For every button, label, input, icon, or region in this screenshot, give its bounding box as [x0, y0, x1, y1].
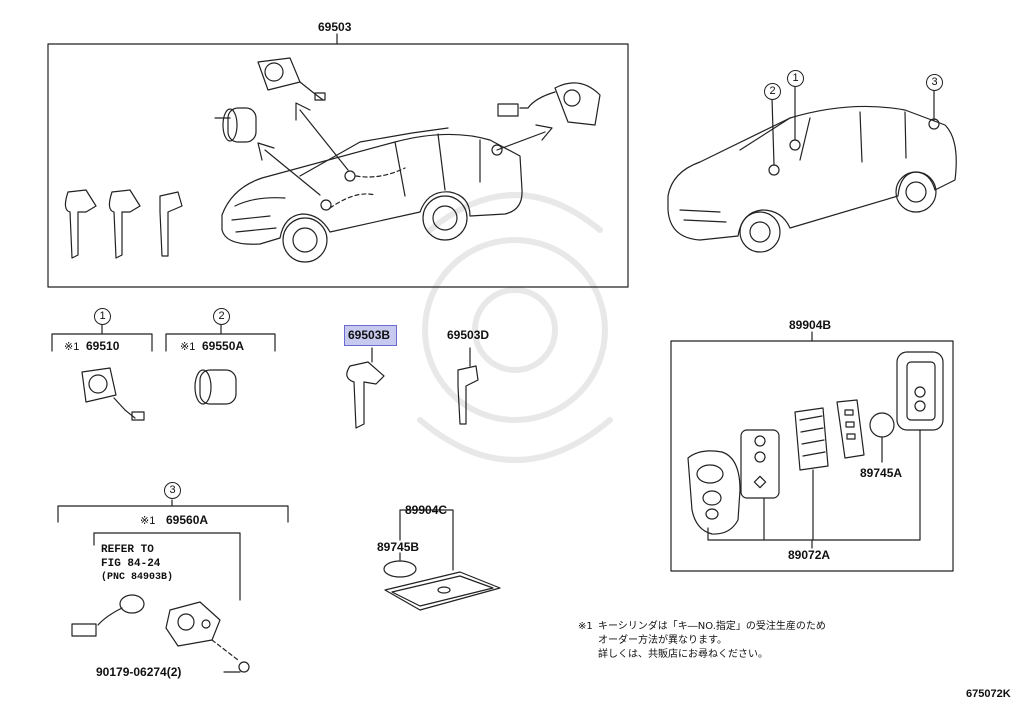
- smart-key-case: [896, 351, 944, 431]
- part-number-89745a[interactable]: 89745A: [860, 466, 903, 480]
- coin-battery-89745b: [383, 560, 417, 578]
- footnote-mark: ※1: [578, 621, 593, 632]
- arrows: [257, 102, 553, 196]
- footnote-line-2: オーダー方法が異なります。: [598, 635, 727, 646]
- part-number-89745b[interactable]: 89745B: [377, 540, 420, 554]
- button-pad: [740, 429, 780, 499]
- top-ring-cylinder: [214, 107, 257, 143]
- callout-3-car: 3: [926, 74, 943, 91]
- part-number-69503d[interactable]: 69503D: [447, 328, 490, 342]
- top-keys: [64, 189, 183, 259]
- callout-1: 1: [94, 308, 111, 325]
- group3-bracket: [57, 499, 289, 601]
- group1-cylinder: [81, 367, 145, 421]
- smart-key-fob: [687, 450, 741, 535]
- part-number-89904b[interactable]: 89904B: [789, 318, 832, 332]
- part-number-69503b[interactable]: 69503B: [348, 328, 391, 342]
- callout-2: 2: [213, 308, 230, 325]
- smart-key-group-frame: [670, 340, 954, 572]
- footnote-line-1: キーシリンダは「キ―NO.指定」の受注生産のため: [598, 621, 826, 632]
- card-key: [384, 571, 501, 611]
- transmitter-board: [794, 407, 829, 471]
- figure-id: 675072K: [966, 688, 1011, 700]
- top-cylinder-assembly: [257, 57, 326, 101]
- mark-note-1: ※1: [64, 341, 80, 353]
- group1-bracket: [51, 323, 153, 352]
- mark-note-2: ※1: [180, 341, 196, 353]
- highlight-69503b: [344, 325, 397, 346]
- callout-2-car: 2: [764, 83, 781, 100]
- right-car-outline: [667, 85, 957, 253]
- group2-cylinder: [194, 369, 237, 405]
- footnote-line-3: 詳しくは、共販店にお尋ねください。: [598, 649, 768, 660]
- refer-line-3: (PNC 84903B): [101, 572, 174, 583]
- refer-line-2[interactable]: FIG 84-24: [101, 558, 161, 570]
- watermark-emblem: [417, 192, 613, 463]
- part-number-89904c[interactable]: 89904C: [405, 503, 448, 517]
- part-number-89072a[interactable]: 89072A: [788, 548, 831, 562]
- part-number-90179-06274[interactable]: 90179-06274(2): [96, 665, 182, 679]
- left-car-outline: [221, 127, 523, 263]
- top-right-cylinder-assembly: [497, 82, 601, 126]
- callout-3: 3: [164, 482, 181, 499]
- group3-cylinder-bracket: [165, 601, 250, 673]
- refer-line-1: REFER TO: [101, 544, 154, 556]
- part-number-69510[interactable]: 69510: [86, 339, 120, 353]
- callout-1-car: 1: [787, 70, 804, 87]
- card-group-bracket: [399, 509, 454, 571]
- coin-battery-89745a: [869, 412, 895, 463]
- mark-note-3: ※1: [140, 515, 156, 527]
- part-number-69503[interactable]: 69503: [318, 20, 352, 34]
- top-group-frame: [47, 43, 629, 288]
- smart-key-leader-lines: [707, 429, 921, 549]
- key-69503b-drawing: [346, 347, 385, 429]
- group3-sensor-harness: [71, 594, 145, 637]
- key-69503d-drawing: [457, 347, 479, 425]
- group2-bracket: [165, 323, 276, 352]
- part-number-69560a[interactable]: 69560A: [166, 513, 209, 527]
- key-blade-plate: [836, 399, 865, 459]
- part-number-69550a[interactable]: 69550A: [202, 339, 245, 353]
